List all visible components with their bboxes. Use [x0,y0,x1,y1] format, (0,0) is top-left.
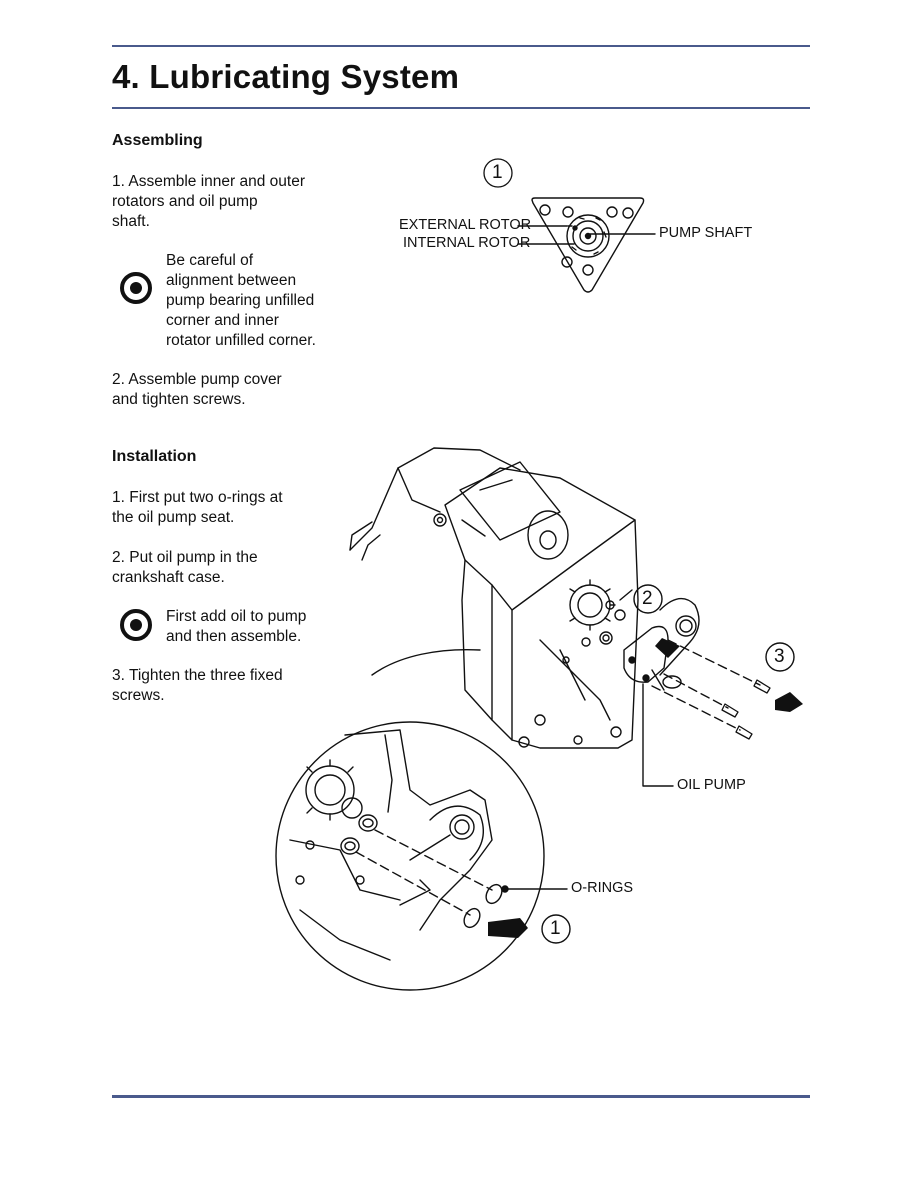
page-title: 4. Lubricating System [112,58,460,95]
installation-heading: Installation [112,448,197,465]
external-rotor-label: EXTERNAL ROTOR [399,217,532,233]
pump-shaft-label: PUMP SHAFT [659,225,753,241]
oil-pump-label: OIL PUMP [677,777,746,793]
title-rule [112,107,810,109]
internal-rotor-label: INTERNAL ROTOR [403,235,531,251]
installation-step-1: 1. First put two o-rings at the oil pump… [112,489,283,526]
caution-target-icon [120,609,152,641]
o-rings-label: O-RINGS [571,880,634,896]
o-ring-detail-figure [275,721,571,991]
callout-1-detail: 1 [550,918,561,939]
rotor-callout-1: 1 [492,162,503,183]
caution-target-icon [120,272,152,304]
assembling-step-2: 2. Assemble pump cover and tighten screw… [112,371,282,408]
assembling-caution: Be careful of alignment between pump bea… [166,252,316,349]
callout-3: 3 [774,646,785,667]
top-rule [112,45,810,47]
bottom-rule [112,1095,810,1098]
installation-step-3: 3. Tighten the three fixed screws. [112,667,283,704]
assembling-step-1: 1. Assemble inner and outer rotators and… [112,173,306,230]
installation-caution: First add oil to pump and then assemble. [166,608,307,645]
assembling-heading: Assembling [112,132,203,149]
installation-step-2: 2. Put oil pump in the crankshaft case. [112,549,258,586]
engine-case-figure [349,447,795,787]
callout-2: 2 [642,588,653,609]
